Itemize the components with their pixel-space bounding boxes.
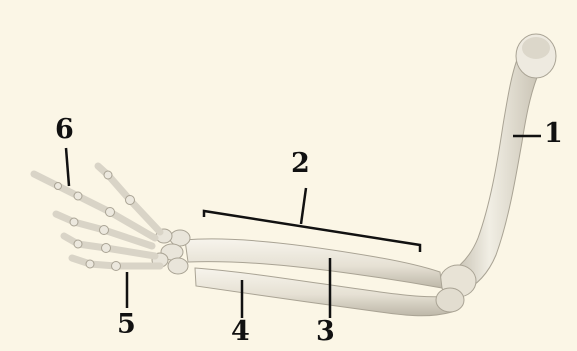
label-4: 4 [231, 318, 250, 345]
label-2: 2 [291, 150, 310, 177]
label-3: 3 [316, 318, 335, 345]
label-6: 6 [55, 116, 74, 143]
hand-bones [34, 166, 160, 271]
leader-line-2 [301, 188, 306, 224]
leader-line-6 [66, 148, 69, 186]
label-5: 5 [117, 311, 136, 338]
label-1: 1 [544, 120, 563, 147]
humerus-bone [440, 34, 556, 297]
